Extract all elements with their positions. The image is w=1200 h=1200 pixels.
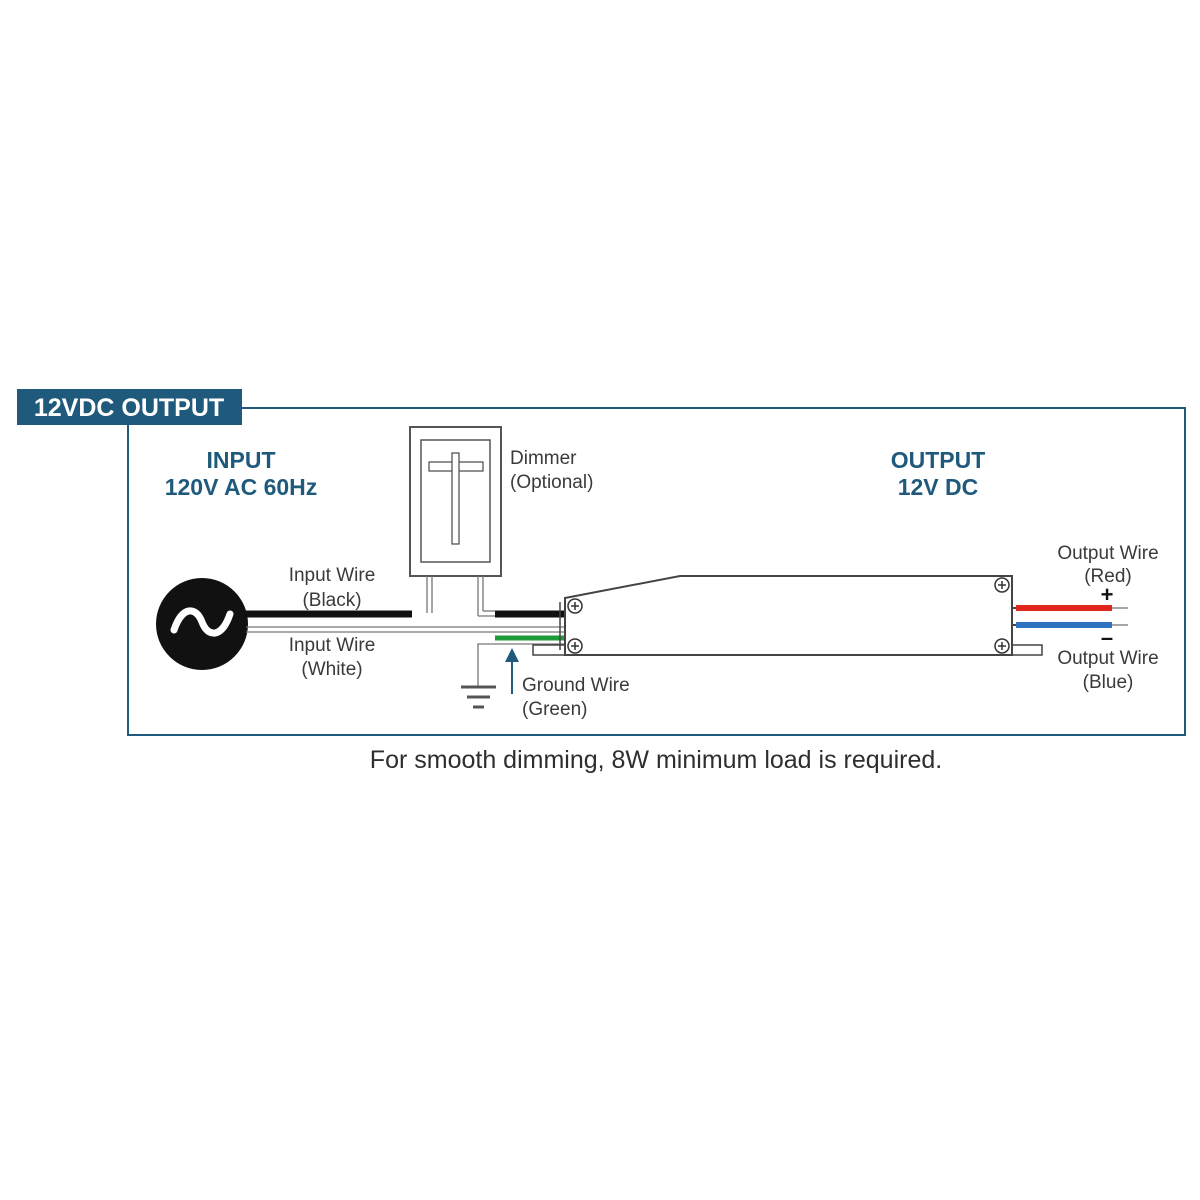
dimmer-leads (426, 576, 495, 617)
output-wire-blue-label: Output Wire (1057, 648, 1158, 669)
positive-sign: + (1101, 582, 1114, 607)
ground-wire-label: Ground Wire (522, 675, 630, 696)
ac-source-icon (156, 578, 248, 670)
input-wire-black-color-label: (Black) (302, 590, 361, 611)
title-tab: 12VDC OUTPUT (17, 389, 242, 425)
screw-terminal-icon (567, 577, 1010, 654)
output-spec: 12V DC (898, 474, 979, 500)
ground-symbol-icon (461, 685, 496, 709)
input-wire-white-label: Input Wire (289, 635, 376, 656)
output-heading: OUTPUT (891, 447, 986, 473)
output-wire-red-label: Output Wire (1057, 543, 1158, 564)
input-wire-black-label: Input Wire (289, 565, 376, 586)
ground-wire-color-label: (Green) (522, 699, 587, 720)
input-spec: 120V AC 60Hz (165, 474, 318, 500)
output-wire-blue-color-label: (Blue) (1083, 672, 1134, 693)
led-driver (532, 575, 1043, 656)
output-wire-red-color-label: (Red) (1084, 566, 1132, 587)
negative-sign: – (1101, 625, 1113, 650)
ground-wire-green (477, 635, 565, 686)
diagram-frame (127, 407, 1186, 736)
dimmer-optional-label: (Optional) (510, 472, 593, 493)
input-heading: INPUT (207, 447, 276, 473)
dimmer-label: Dimmer (510, 448, 577, 469)
dimmer-switch-icon (409, 426, 502, 577)
arrow-up-icon (505, 648, 519, 694)
diagram-title: 12VDC OUTPUT (34, 394, 224, 422)
minimum-load-caption: For smooth dimming, 8W minimum load is r… (370, 746, 942, 774)
input-wire-white (246, 626, 565, 633)
title-background (17, 389, 242, 425)
input-wire-white-color-label: (White) (301, 659, 362, 680)
